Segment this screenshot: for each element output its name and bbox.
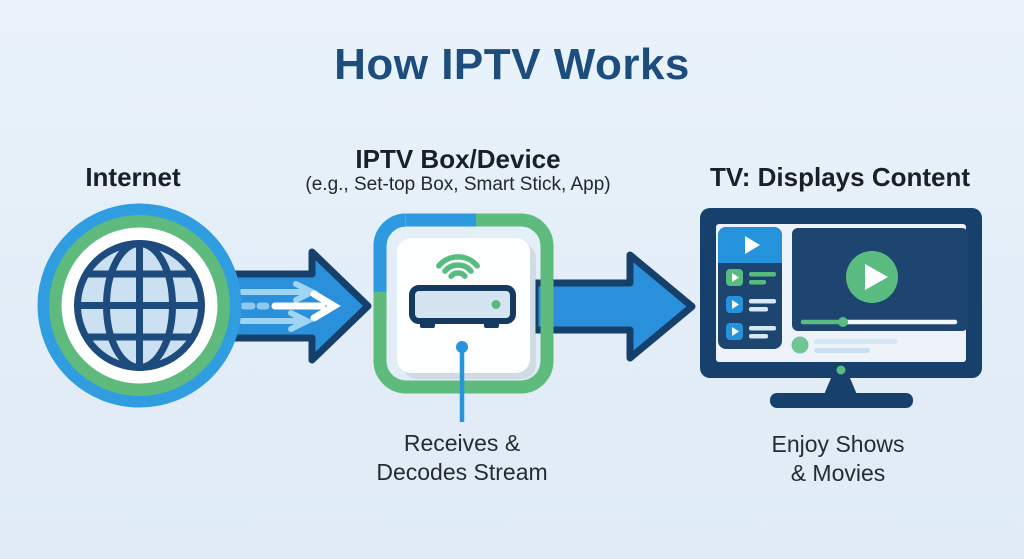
tv-video-meta <box>791 336 898 354</box>
tv-icon <box>695 203 990 413</box>
internet-label: Internet <box>85 162 181 192</box>
set-top-box-icon <box>370 210 560 425</box>
device-label: IPTV Box/Device <box>355 144 561 174</box>
tv-caption-line2: & Movies <box>790 460 886 486</box>
tv-label: TV: Displays Content <box>709 162 971 192</box>
tv-sidebar <box>718 227 782 349</box>
stream-streak-bottom <box>239 310 314 332</box>
caption-connector <box>456 341 468 422</box>
wifi-icon <box>436 254 480 279</box>
device-body <box>409 285 516 328</box>
globe-icon <box>37 203 242 408</box>
device-caption-line1: Receives & <box>403 430 521 456</box>
play-icon <box>865 264 888 290</box>
tv-caption: Enjoy Shows & Movies <box>772 430 905 488</box>
tv-video-player <box>792 228 968 331</box>
page-title: How IPTV Works <box>334 40 690 89</box>
device-caption-line2: Decodes Stream <box>376 459 548 485</box>
device-caption: Receives & Decodes Stream <box>376 429 547 487</box>
tv-caption-line1: Enjoy Shows <box>771 431 905 457</box>
stream-streak-middle <box>240 290 341 322</box>
device-sublabel: (e.g., Set-top Box, Smart Stick, App) <box>305 174 611 195</box>
